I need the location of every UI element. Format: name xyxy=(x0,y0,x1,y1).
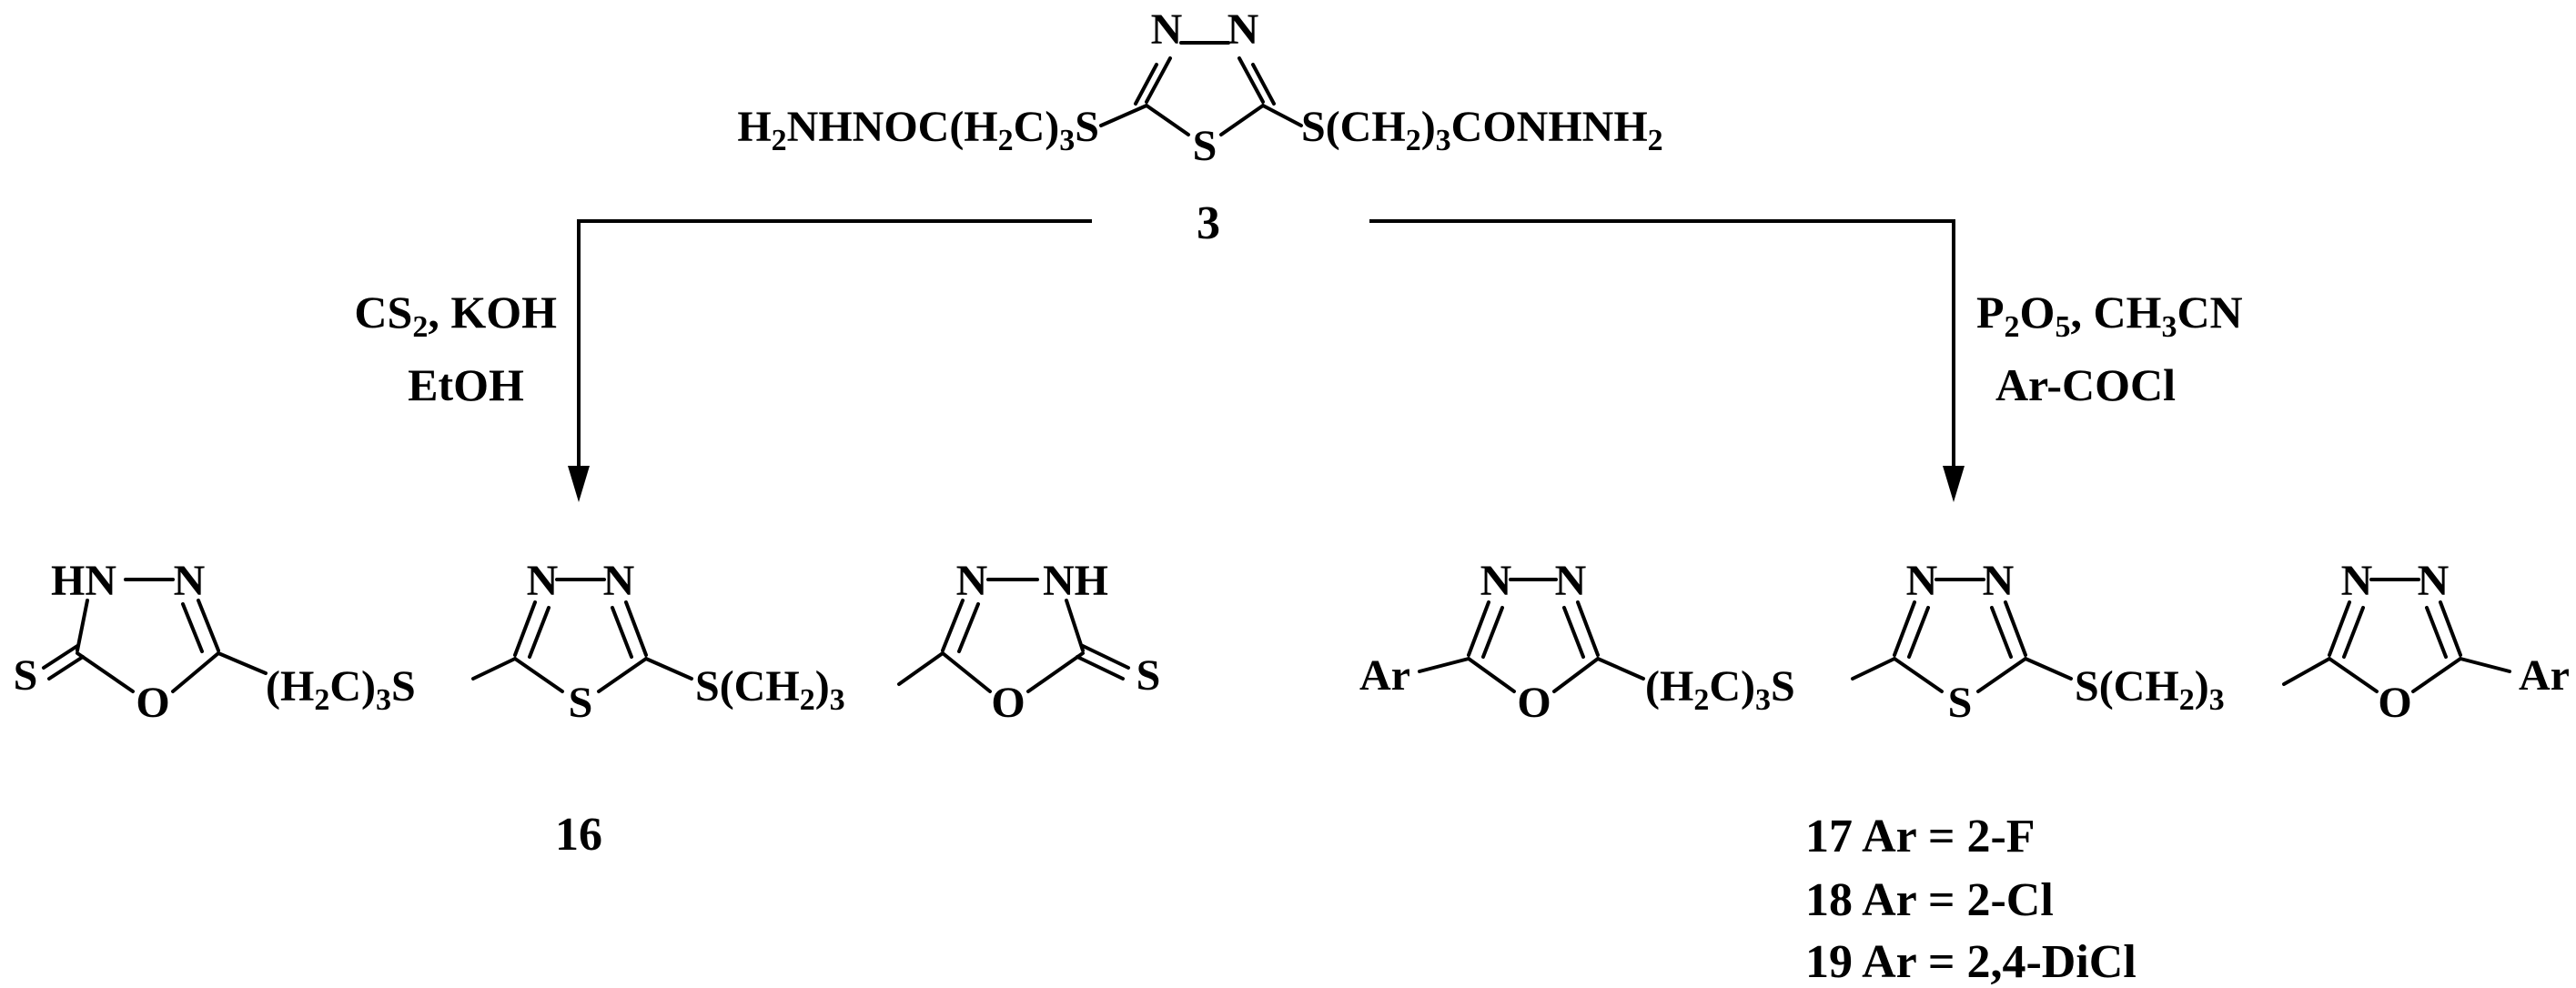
p16-left-thione-s: S xyxy=(14,651,38,700)
p16-center-s: S xyxy=(569,679,593,727)
p17-center-n2: N xyxy=(1983,557,2015,605)
p16-center-n1: N xyxy=(527,557,559,605)
sm-ring-n1: N xyxy=(1151,5,1183,54)
p17-right-o: O xyxy=(2378,679,2411,727)
p17-center-s: S xyxy=(1948,679,1973,727)
p17-right-n1: N xyxy=(2341,557,2373,605)
p16-left-oxadiazole: HN N O S xyxy=(14,557,268,727)
variant-19: 19 Ar = 2,4-DiCl xyxy=(1805,936,2137,988)
left-reagent-line2: EtOH xyxy=(408,359,524,410)
p17-left-o: O xyxy=(1517,679,1551,727)
left-reagent-line1: CS2, KOH xyxy=(354,287,557,344)
p16-right-oxadiazole: N NH O S xyxy=(897,557,1161,727)
product-16: HN N O S (H2C)3S N N S xyxy=(14,557,1161,861)
p17-left-n1: N xyxy=(1480,557,1512,605)
p17-right-oxadiazole: N N O xyxy=(2282,557,2511,727)
p16-center-thiadiazole: N N S xyxy=(471,557,693,727)
right-reagent-line1: P2O5, CH3CN xyxy=(1976,287,2243,344)
sm-ring-s: S xyxy=(1193,122,1217,170)
right-reaction-arrow xyxy=(1369,219,1965,502)
p17-left-oxadiazole: N N O xyxy=(1418,557,1645,727)
compound-number-16: 16 xyxy=(555,809,602,861)
sm-thiadiazole-ring: N N S xyxy=(1099,5,1303,170)
p16-left-linker: (H2C)3S xyxy=(266,662,416,717)
starting-material-3: N N S H2NHNOC(H2C)3S S(CH2)3CONHNH2 3 xyxy=(737,5,1662,249)
p16-right-thione-s: S xyxy=(1136,651,1161,700)
p17-left-n2: N xyxy=(1555,557,1587,605)
left-reaction-arrow xyxy=(568,219,1092,502)
p16-right-linker: S(CH2)3 xyxy=(695,662,845,717)
p17-center-thiadiazole: N N S xyxy=(1851,557,2073,727)
left-reagents: CS2, KOH EtOH xyxy=(354,287,557,410)
p16-left-nh: HN xyxy=(51,557,116,605)
p17-ar-left: Ar xyxy=(1359,651,1410,700)
p17-right-linker: S(CH2)3 xyxy=(2075,662,2225,717)
variant-17: 17 Ar = 2-F xyxy=(1805,811,2036,862)
p16-right-o: O xyxy=(991,679,1025,727)
p16-left-o: O xyxy=(136,679,169,727)
sm-ring-n2: N xyxy=(1227,5,1259,54)
right-reagents: P2O5, CH3CN Ar-COCl xyxy=(1976,287,2243,410)
sm-left-chain: H2NHNOC(H2C)3S xyxy=(737,103,1099,157)
p17-ar-right: Ar xyxy=(2519,651,2570,700)
p16-center-n2: N xyxy=(603,557,635,605)
variant-18: 18 Ar = 2-Cl xyxy=(1805,874,2054,926)
product-17-19: Ar N N O (H2C)3S N N S xyxy=(1359,557,2570,988)
p16-left-n: N xyxy=(174,557,206,605)
p17-right-n2: N xyxy=(2418,557,2450,605)
right-reagent-line2: Ar-COCl xyxy=(1995,359,2176,410)
p17-center-n1: N xyxy=(1906,557,1938,605)
p16-right-nh: NH xyxy=(1043,557,1108,605)
p17-left-linker: (H2C)3S xyxy=(1645,662,1795,717)
sm-right-chain: S(CH2)3CONHNH2 xyxy=(1301,103,1663,157)
p16-right-n: N xyxy=(956,557,988,605)
compound-number-3: 3 xyxy=(1197,197,1220,249)
